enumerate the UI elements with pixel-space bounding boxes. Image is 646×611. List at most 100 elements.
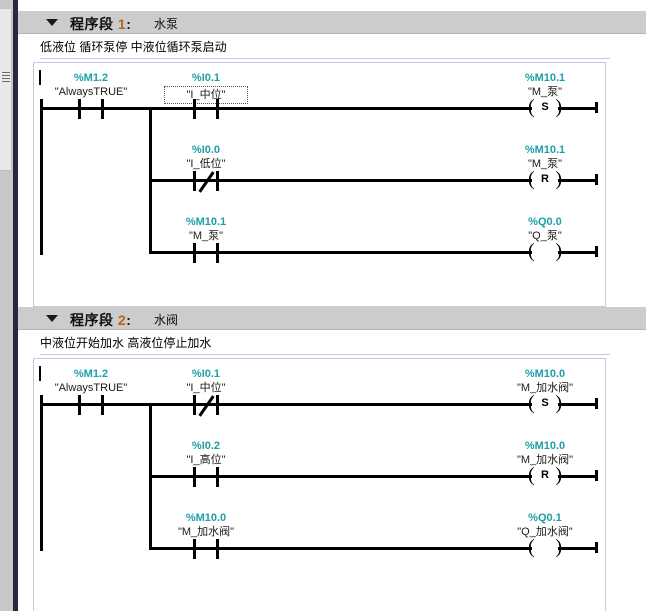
operand-address: %M10.1 bbox=[524, 144, 566, 156]
rung-wire bbox=[40, 403, 595, 406]
contact-bar-left bbox=[193, 467, 196, 487]
contact-no[interactable] bbox=[193, 99, 219, 119]
operand-name: "I_中位" bbox=[163, 86, 249, 104]
toolbar-underline bbox=[0, 0, 646, 9]
operand-name: "Q_泵" bbox=[528, 230, 562, 242]
coil-r[interactable]: (R) bbox=[528, 464, 562, 487]
coil-paren-left: ( bbox=[528, 536, 535, 558]
triangle-down-icon[interactable] bbox=[46, 19, 58, 26]
edit-caret bbox=[39, 366, 41, 381]
network-header-2[interactable]: 程序段 2: 水阀 bbox=[18, 307, 646, 330]
network-label: 程序段 2: bbox=[70, 310, 131, 330]
operand-name: "I_高位" bbox=[186, 454, 226, 466]
power-rail-left bbox=[40, 395, 43, 551]
contact-bar-right bbox=[101, 395, 104, 415]
coil-wire-mask bbox=[532, 396, 558, 412]
ladder-panel-2[interactable] bbox=[33, 358, 606, 611]
rung-wire bbox=[149, 251, 595, 254]
contact-bar-right bbox=[216, 243, 219, 263]
coil-s[interactable]: (S) bbox=[528, 96, 562, 119]
operand-address: %I0.0 bbox=[191, 144, 221, 156]
operand-name: "M_加水阀" bbox=[177, 526, 235, 538]
network-number: 1 bbox=[117, 16, 127, 32]
rung-end-tick bbox=[595, 542, 598, 553]
coil-operand: %M10.0"M_加水阀" bbox=[465, 440, 625, 467]
left-panel-top bbox=[0, 9, 12, 171]
contact-bar-right bbox=[216, 467, 219, 487]
coil-letter: S bbox=[541, 101, 549, 113]
network-label-text: 程序段 bbox=[70, 312, 114, 328]
coil-wire-mask bbox=[532, 172, 558, 188]
operand-name: "M_加水阀" bbox=[516, 454, 574, 466]
coil-paren-left: ( bbox=[528, 464, 535, 486]
operand-address: %M10.1 bbox=[185, 216, 227, 228]
coil-paren-right: ) bbox=[555, 536, 562, 558]
contact-no[interactable] bbox=[193, 243, 219, 263]
coil-paren-left: ( bbox=[528, 96, 535, 118]
contact-no[interactable] bbox=[78, 99, 104, 119]
operand-name: "AlwaysTRUE" bbox=[54, 382, 128, 394]
contact-nc[interactable] bbox=[193, 394, 219, 417]
operand-address: %M10.0 bbox=[185, 512, 227, 524]
triangle-down-icon[interactable] bbox=[46, 315, 58, 322]
contact-bar-right bbox=[216, 99, 219, 119]
power-rail-left bbox=[40, 99, 43, 255]
contact-no[interactable] bbox=[78, 395, 104, 415]
coil-wire-mask bbox=[532, 540, 558, 556]
operand-address: %M10.0 bbox=[524, 368, 566, 380]
contact-operand: %I0.1 "I_中位" bbox=[126, 368, 286, 395]
operand-name: "Q_加水阀" bbox=[517, 526, 573, 538]
network-number: 2 bbox=[117, 312, 127, 328]
coil-out[interactable]: () bbox=[528, 536, 562, 559]
contact-bar-left bbox=[193, 539, 196, 559]
network-label: 程序段 1: bbox=[70, 14, 131, 34]
coil-paren-left: ( bbox=[528, 240, 535, 262]
vertical-divider-bar bbox=[13, 0, 18, 611]
contact-slash-icon bbox=[195, 394, 217, 417]
operand-name: "M_泵" bbox=[527, 86, 563, 98]
contact-bar-left bbox=[193, 171, 196, 191]
contact-no[interactable] bbox=[193, 467, 219, 487]
operand-address: %M10.1 bbox=[524, 72, 566, 84]
coil-operand: %Q0.1"Q_加水阀" bbox=[465, 512, 625, 539]
operand-name: "I_中位" bbox=[186, 382, 226, 394]
coil-out[interactable]: () bbox=[528, 240, 562, 263]
contact-operand: %I0.1 "I_中位" bbox=[126, 72, 286, 104]
contact-bar-left bbox=[78, 395, 81, 415]
operand-address: %M1.2 bbox=[73, 368, 109, 380]
network-title: 水阀 bbox=[154, 313, 179, 327]
coil-operand: %M10.1 "M_泵" bbox=[465, 72, 625, 99]
contact-bar-right bbox=[216, 539, 219, 559]
operand-address: %I0.1 bbox=[191, 368, 221, 380]
operand-name: "M_泵" bbox=[188, 230, 224, 242]
network-comment-1[interactable]: 低液位 循环泵停 中液位循环泵启动 bbox=[40, 36, 610, 56]
coil-r[interactable]: (R) bbox=[528, 168, 562, 191]
contact-bar-right bbox=[216, 395, 219, 415]
operand-name: "M_泵" bbox=[527, 158, 563, 170]
rung-end-tick bbox=[595, 174, 598, 185]
contact-operand: %M1.2 "AlwaysTRUE" bbox=[11, 368, 171, 395]
contact-bar-right bbox=[216, 171, 219, 191]
coil-wire-mask bbox=[532, 100, 558, 116]
contact-nc[interactable] bbox=[193, 170, 219, 193]
network-comment-2[interactable]: 中液位开始加水 高液位停止加水 bbox=[40, 332, 610, 352]
rung-end-tick bbox=[595, 102, 598, 113]
contact-no[interactable] bbox=[193, 539, 219, 559]
splitter-grip-icon[interactable] bbox=[2, 72, 10, 83]
coil-s[interactable]: (S) bbox=[528, 392, 562, 415]
rung-wire bbox=[149, 179, 595, 182]
contact-operand: %I0.0"I_低位" bbox=[126, 144, 286, 171]
coil-operand: %M10.1 "M_泵" bbox=[465, 144, 625, 171]
contact-slash-icon bbox=[195, 170, 217, 193]
coil-paren-right: ) bbox=[555, 168, 562, 190]
rung-end-tick bbox=[595, 470, 598, 481]
operand-address: %I0.1 bbox=[191, 72, 221, 84]
network-title: 水泵 bbox=[154, 17, 179, 31]
network-header-1[interactable]: 程序段 1: 水泵 bbox=[18, 11, 646, 34]
rung-end-tick bbox=[595, 398, 598, 409]
contact-bar-left bbox=[193, 395, 196, 415]
ladder-panel-1[interactable] bbox=[33, 62, 606, 307]
coil-letter: S bbox=[541, 397, 549, 409]
network-colon: : bbox=[126, 312, 132, 328]
